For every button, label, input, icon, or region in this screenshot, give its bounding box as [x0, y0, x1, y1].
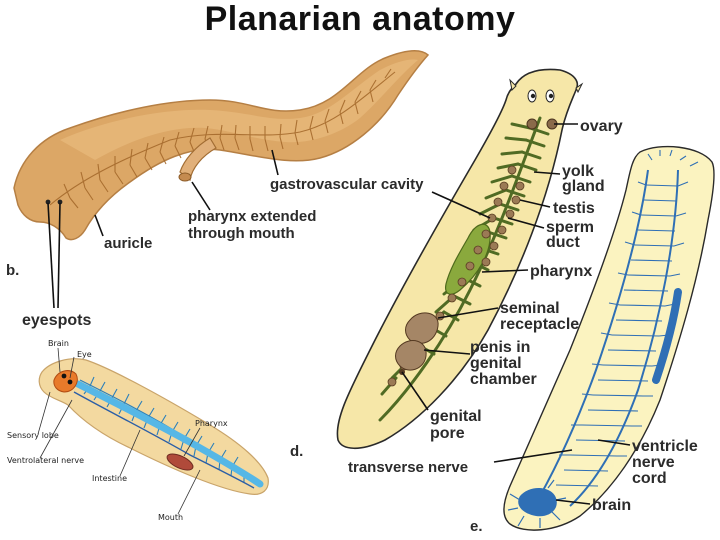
- label-ventrolateral-nerve-c: Ventrolateral nerve: [7, 456, 84, 465]
- label-receptacle: receptacle: [500, 316, 579, 333]
- label-pharynx-extended: pharynx extended: [188, 208, 316, 225]
- nerve-cord-e: [539, 169, 649, 497]
- label-penis-in: penis in: [470, 339, 530, 356]
- auricle-d: [509, 78, 584, 94]
- eyespot-icon: [45, 199, 51, 205]
- label-sensory-lobe-c: Sensory lobe: [7, 431, 59, 440]
- panel-letter-e: e.: [470, 518, 483, 535]
- label-through-mouth: through mouth: [188, 225, 295, 242]
- eye-icon: [67, 379, 73, 385]
- planarian-body-b: [13, 50, 430, 241]
- page-title: Planarian anatomy: [204, 0, 516, 38]
- label-brain-c: Brain: [48, 339, 69, 348]
- panel-c-leaders: [37, 347, 201, 515]
- label-yolk: yolk: [562, 163, 594, 180]
- brain-c: [53, 370, 78, 393]
- label-eyespots: eyespots: [22, 312, 91, 329]
- eye-icon: [61, 373, 67, 379]
- eye-icon: [548, 93, 554, 99]
- nerve-cord-e: [569, 169, 679, 507]
- label-transverse-nerve: transverse nerve: [348, 459, 468, 476]
- label-brain-e: brain: [592, 497, 631, 514]
- panel-b-leaders: [47, 149, 279, 309]
- label-chamber: chamber: [470, 371, 537, 388]
- panel-d-leaders: [401, 123, 578, 411]
- label-genital-pore-1: genital: [430, 408, 482, 425]
- ventricle-thick-e: [652, 288, 682, 384]
- pharynx-c: [166, 453, 194, 471]
- label-ventricle: ventricle: [632, 438, 698, 455]
- label-intestine-c: Intestine: [92, 474, 127, 483]
- pharynx-opening-b: [178, 172, 192, 182]
- label-nerve: nerve: [632, 454, 675, 471]
- label-gland: gland: [562, 178, 605, 195]
- transverse-nerves-e: [555, 149, 699, 487]
- eyespot-icon: [57, 199, 63, 205]
- eye-icon: [530, 93, 536, 99]
- planarian-body-e: [503, 145, 715, 531]
- label-auricle: auricle: [104, 235, 152, 252]
- label-sperm: sperm: [546, 219, 594, 236]
- panel-e-leaders: [493, 439, 631, 505]
- panel-b-illustration: [13, 50, 430, 241]
- label-seminal: seminal: [500, 300, 560, 317]
- gastrovascular-branches-b: [49, 68, 396, 209]
- label-pharynx-d: pharynx: [530, 263, 592, 280]
- label-mouth-c: Mouth: [158, 513, 183, 522]
- label-testis: testis: [553, 200, 595, 217]
- label-cord: cord: [632, 470, 667, 487]
- label-gastrovascular-cavity: gastrovascular cavity: [270, 176, 424, 193]
- label-duct: duct: [546, 234, 580, 251]
- ventrolateral-nerve-c: [73, 391, 255, 489]
- label-pharynx-c: Pharynx: [195, 419, 228, 428]
- brain-e: [518, 487, 557, 517]
- planarian-back-highlight: [60, 59, 418, 160]
- panel-e-illustration: [503, 145, 715, 531]
- pharynx-tube-b: [179, 137, 217, 182]
- panel-d-illustration: [336, 68, 584, 450]
- label-genital: genital: [470, 355, 522, 372]
- brain-branches-e: [507, 479, 567, 528]
- pharynx-d: [445, 223, 491, 295]
- penis-chamber-d: [395, 340, 427, 371]
- label-eye-c: Eye: [77, 350, 92, 359]
- label-ovary: ovary: [580, 118, 623, 135]
- label-genital-pore-2: pore: [430, 425, 465, 442]
- ovary-d: [526, 118, 538, 130]
- intestine-c: [74, 380, 264, 488]
- panel-letter-b: b.: [6, 262, 19, 279]
- panel-c-illustration: [38, 358, 269, 495]
- panel-letter-d: d.: [290, 443, 303, 460]
- seminal-receptacle-d: [405, 312, 439, 344]
